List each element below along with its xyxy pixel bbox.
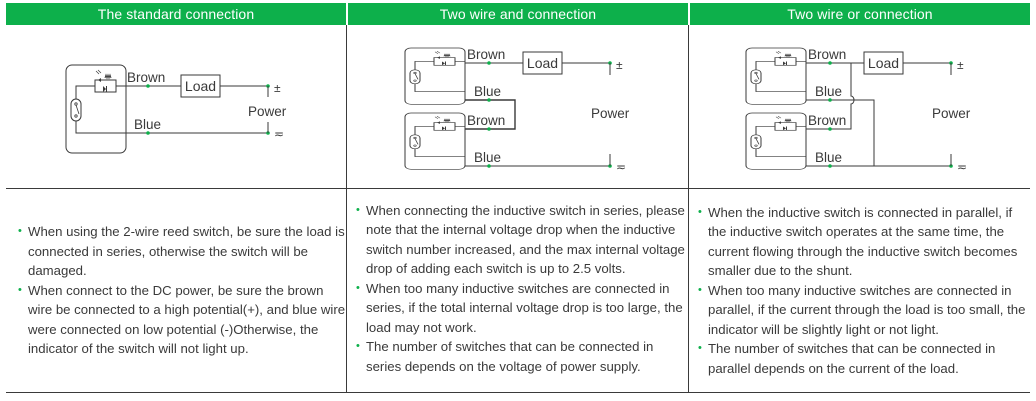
minus-terminal-label: ≂: [957, 160, 967, 174]
wiring-connection-table: The standard connection Two wire and con…: [6, 3, 1030, 393]
load-label: Load: [527, 55, 558, 71]
column-divider: [688, 25, 689, 393]
diagram-two-wire-or-connection: Load Brown ± Blue Brown Power Blue ≂: [689, 25, 1030, 188]
power-label: Power: [932, 106, 971, 121]
reed-switch-sensor-2: [745, 112, 807, 170]
note-item: When using the 2-wire reed switch, be su…: [18, 222, 348, 281]
load-box: [180, 74, 221, 98]
blue-label-2: Blue: [474, 150, 501, 165]
blue-label: Blue: [474, 84, 501, 99]
row-divider: [6, 188, 1030, 189]
notes-standard-connection: When using the 2-wire reed switch, be su…: [18, 189, 348, 392]
table-bottom-border: [6, 392, 1030, 393]
minus-terminal-label: ≂: [616, 160, 626, 174]
brown-label: Brown: [808, 47, 846, 62]
blue-label: Blue: [134, 117, 161, 132]
plus-terminal-label: ±: [274, 81, 281, 95]
note-item: When connect to the DC power, be sure th…: [18, 281, 348, 359]
terminal-dot: [146, 131, 150, 135]
reed-switch-sensor: [65, 64, 127, 154]
header-two-wire-or-connection: Two wire or connection: [690, 3, 1030, 25]
note-item: When the inductive switch is connected i…: [698, 203, 1030, 281]
brown-label: Brown: [127, 70, 165, 85]
power-label: Power: [591, 106, 630, 121]
load-label: Load: [868, 55, 899, 71]
reed-switch-sensor-2: [404, 112, 466, 170]
header-two-wire-and-connection: Two wire and connection: [348, 3, 688, 25]
note-item: When connecting the inductive switch in …: [356, 201, 688, 279]
notes-two-wire-and-connection: When connecting the inductive switch in …: [356, 187, 688, 390]
brown-label-2: Brown: [808, 113, 846, 128]
terminal-dot: [146, 84, 150, 88]
blue-label-2: Blue: [815, 150, 842, 165]
note-item: The number of switches that can be conne…: [698, 339, 1030, 378]
plus-terminal-label: ±: [616, 58, 623, 72]
terminal-dot: [828, 164, 832, 168]
terminal-dot: [828, 61, 832, 65]
note-item: When too many inductive switches are con…: [356, 279, 688, 338]
terminal-dot: [487, 164, 491, 168]
brown-label-2: Brown: [467, 113, 505, 128]
notes-two-wire-or-connection: When the inductive switch is connected i…: [698, 189, 1030, 392]
diagram-two-wire-and-connection: Load Brown ± Blue Brown Power Blue ≂: [347, 25, 688, 188]
note-item: When too many inductive switches are con…: [698, 281, 1030, 340]
terminal-dot: [487, 61, 491, 65]
column-divider: [346, 25, 347, 393]
terminal-dot: [487, 98, 491, 102]
brown-label: Brown: [467, 47, 505, 62]
terminal-dot: [828, 98, 832, 102]
note-item: The number of switches that can be conne…: [356, 337, 688, 376]
diagram-standard-connection: Load Brown ± Power Blue ≂: [6, 25, 346, 188]
power-label: Power: [248, 104, 287, 119]
reed-switch-sensor-1: [745, 47, 807, 105]
plus-terminal-label: ±: [957, 58, 964, 72]
header-standard-connection: The standard connection: [6, 3, 346, 25]
minus-terminal-label: ≂: [274, 127, 284, 141]
terminal-dot: [828, 127, 832, 131]
load-label: Load: [185, 78, 216, 94]
reed-switch-sensor-1: [404, 47, 466, 105]
blue-label: Blue: [815, 84, 842, 99]
terminal-dot: [487, 127, 491, 131]
